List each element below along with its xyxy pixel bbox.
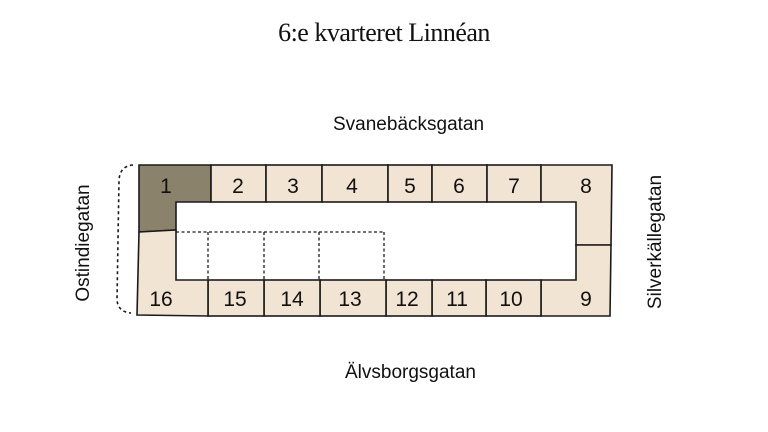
lot-10-label: 10 [499, 288, 522, 311]
lot-13[interactable] [319, 279, 387, 317]
lot-10[interactable] [485, 279, 542, 317]
interior-dashed-lines [176, 231, 385, 280]
lot-14-label: 14 [280, 288, 304, 311]
lot-12-label: 12 [395, 288, 418, 311]
lot-7-label: 7 [508, 175, 520, 198]
lot-5-label: 5 [404, 175, 416, 198]
lot-6[interactable] [431, 164, 488, 203]
west-bracket [116, 164, 134, 314]
lot-6-label: 6 [453, 175, 465, 198]
street-label-north: Svanebäcksgatan [333, 114, 485, 135]
lot-14[interactable] [263, 279, 321, 317]
lot-9[interactable] [540, 244, 612, 317]
lot-9-label: 9 [580, 288, 592, 311]
lot-3-label: 3 [287, 175, 299, 198]
lot-12[interactable] [385, 279, 433, 317]
lot-16-label: 16 [149, 288, 172, 311]
lot-15[interactable] [207, 279, 265, 317]
lot-7[interactable] [486, 164, 542, 203]
street-label-west: Ostindiegatan [73, 184, 94, 302]
map-title: 6:e kvarteret Linnéan [278, 18, 490, 47]
lot-2[interactable] [210, 164, 267, 203]
street-label-south: Älvsborgsgatan [345, 362, 476, 383]
lot-2-label: 2 [232, 175, 244, 198]
lot-8[interactable] [540, 164, 613, 246]
lot-11[interactable] [431, 279, 487, 317]
lot-13-label: 13 [338, 288, 361, 311]
lot-11-label: 11 [446, 288, 468, 311]
lot-4-label: 4 [346, 175, 358, 198]
lot-1[interactable] [138, 164, 212, 233]
lot-15-label: 15 [223, 288, 246, 311]
street-label-east: Silverkällegatan [645, 174, 666, 310]
lot-5[interactable] [387, 164, 433, 203]
lot-16[interactable] [136, 229, 209, 317]
lot-8-label: 8 [580, 175, 592, 198]
lot-1-label: 1 [160, 175, 172, 198]
